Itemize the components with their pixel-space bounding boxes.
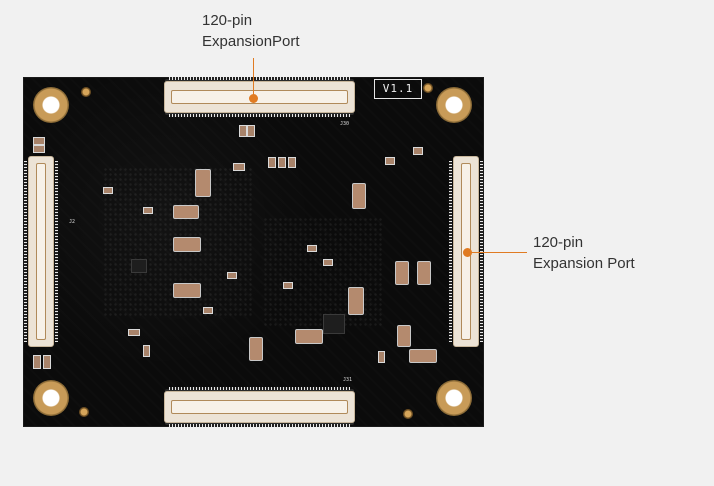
callout-top-dot bbox=[249, 94, 258, 103]
top-expansion-connector bbox=[164, 77, 355, 117]
mounting-hole-bottom-left bbox=[33, 380, 69, 416]
mounting-hole-bottom-right bbox=[436, 380, 472, 416]
capacitor bbox=[173, 283, 201, 298]
capacitor bbox=[278, 157, 286, 168]
capacitor bbox=[143, 345, 150, 357]
fiducial bbox=[79, 407, 89, 417]
capacitor bbox=[173, 205, 199, 219]
ic-chip bbox=[131, 259, 147, 273]
capacitor bbox=[233, 163, 245, 171]
capacitor bbox=[103, 187, 113, 194]
bga-area bbox=[263, 217, 383, 327]
capacitor bbox=[43, 355, 51, 369]
callout-right-line1: 120-pin bbox=[533, 234, 584, 251]
fiducial bbox=[423, 83, 433, 93]
capacitor bbox=[417, 261, 431, 285]
capacitor bbox=[227, 272, 237, 279]
capacitor bbox=[128, 329, 140, 336]
version-label: V1.1 bbox=[374, 79, 422, 99]
callout-right-label: 120-pin Expansion Port bbox=[533, 232, 635, 274]
callout-top-line1: 120-pin bbox=[202, 12, 253, 29]
capacitor bbox=[33, 355, 41, 369]
connector-label-top: J30 bbox=[340, 121, 350, 127]
capacitor bbox=[239, 125, 247, 137]
fiducial bbox=[81, 87, 91, 97]
capacitor bbox=[395, 261, 409, 285]
capacitor bbox=[307, 245, 317, 252]
capacitor bbox=[195, 169, 211, 197]
ic-chip bbox=[323, 314, 345, 334]
bottom-expansion-connector bbox=[164, 387, 355, 427]
capacitor bbox=[143, 207, 153, 214]
capacitor bbox=[397, 325, 411, 347]
capacitor bbox=[413, 147, 423, 155]
callout-right-dot bbox=[463, 248, 472, 257]
capacitor bbox=[295, 329, 323, 344]
capacitor bbox=[283, 282, 293, 289]
capacitor bbox=[409, 349, 437, 363]
capacitor bbox=[33, 137, 45, 145]
capacitor bbox=[247, 125, 255, 137]
callout-top-leader bbox=[253, 58, 254, 98]
capacitor bbox=[352, 183, 366, 209]
callout-right-line2: Expansion Port bbox=[533, 255, 635, 272]
capacitor bbox=[268, 157, 276, 168]
capacitor bbox=[385, 157, 395, 165]
callout-right-leader bbox=[470, 252, 527, 253]
mounting-hole-top-right bbox=[436, 87, 472, 123]
capacitor bbox=[249, 337, 263, 361]
capacitor bbox=[323, 259, 333, 266]
pcb-board: V1.1 J30 J31 J2 bbox=[23, 77, 484, 427]
fiducial bbox=[403, 409, 413, 419]
callout-top-line2: ExpansionPort bbox=[202, 33, 300, 50]
mounting-hole-top-left bbox=[33, 87, 69, 123]
callout-top-label: 120-pin ExpansionPort bbox=[202, 10, 300, 52]
capacitor bbox=[378, 351, 385, 363]
capacitor bbox=[33, 145, 45, 153]
capacitor bbox=[203, 307, 213, 314]
left-expansion-connector bbox=[24, 156, 58, 347]
capacitor bbox=[173, 237, 201, 252]
connector-label-left: J2 bbox=[69, 219, 76, 225]
capacitor bbox=[288, 157, 296, 168]
capacitor bbox=[348, 287, 364, 315]
connector-label-bottom: J31 bbox=[343, 377, 353, 383]
